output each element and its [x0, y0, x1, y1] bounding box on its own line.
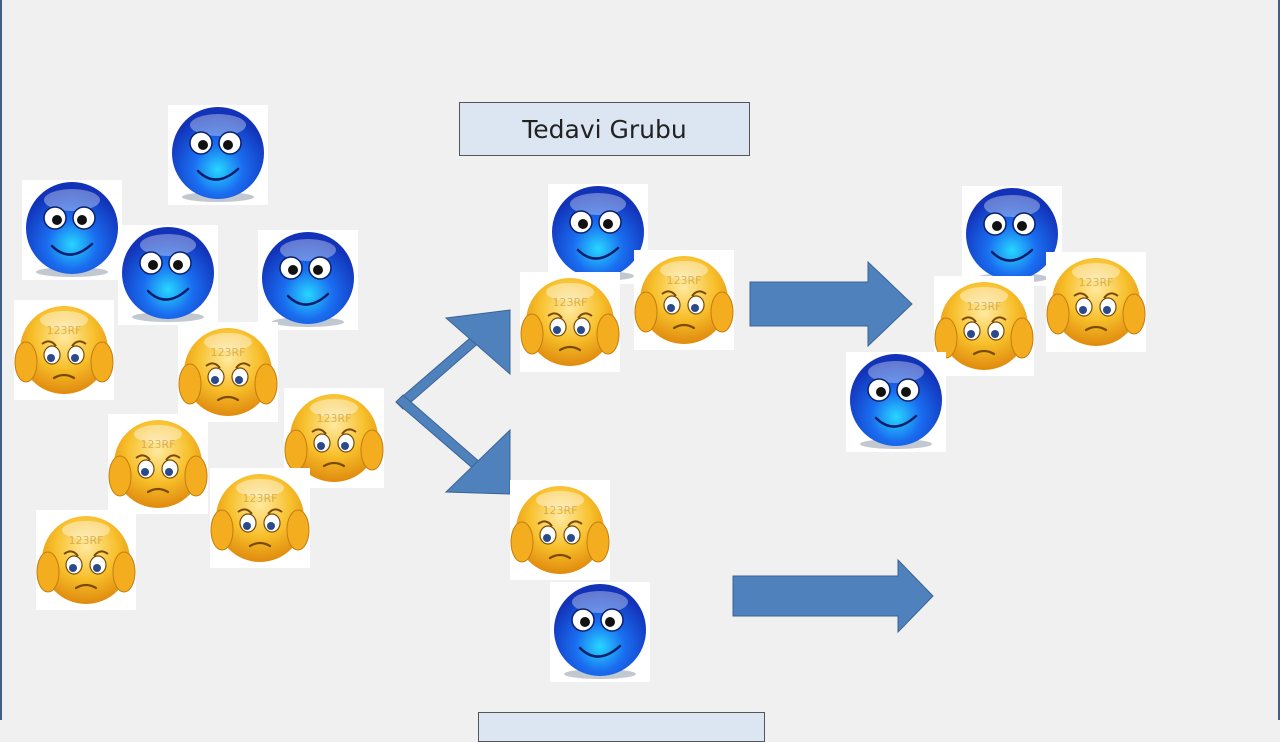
sad-face-icon: 123RF [510, 480, 610, 580]
svg-text:123RF: 123RF [243, 492, 278, 505]
happy-face-icon [22, 180, 122, 280]
sad-face-icon: 123RF [36, 510, 136, 610]
bottom-group-label [478, 712, 765, 742]
happy-face-icon [846, 352, 946, 452]
happy-face-icon [168, 105, 268, 205]
treatment-group-label-text: Tedavi Grubu [522, 114, 687, 144]
happy-face-icon [962, 186, 1062, 286]
svg-text:123RF: 123RF [69, 534, 104, 547]
svg-text:123RF: 123RF [553, 296, 588, 309]
sad-face-icon: 123RF [520, 272, 620, 372]
svg-text:123RF: 123RF [317, 412, 352, 425]
svg-text:123RF: 123RF [543, 504, 578, 517]
slide-right-border [1278, 0, 1280, 720]
sad-face-icon: 123RF [934, 276, 1034, 376]
treatment-result-arrow [749, 260, 913, 348]
treatment-group-label: Tedavi Grubu [459, 102, 750, 156]
happy-face-icon [118, 225, 218, 325]
sad-face-icon: 123RF [178, 322, 278, 422]
happy-face-icon [258, 230, 358, 330]
svg-text:123RF: 123RF [1079, 276, 1114, 289]
sad-face-icon: 123RF [1046, 252, 1146, 352]
svg-text:123RF: 123RF [211, 346, 246, 359]
svg-text:123RF: 123RF [47, 324, 82, 337]
bottom-result-arrow [732, 558, 934, 634]
sad-face-icon: 123RF [210, 468, 310, 568]
sad-face-icon: 123RF [284, 388, 384, 488]
fork-arrow [395, 308, 516, 498]
sad-face-icon: 123RF [14, 300, 114, 400]
svg-text:123RF: 123RF [667, 274, 702, 287]
svg-text:123RF: 123RF [141, 438, 176, 451]
svg-text:123RF: 123RF [967, 300, 1002, 313]
slide-left-border [0, 0, 2, 720]
happy-face-icon [548, 184, 648, 284]
sad-face-icon: 123RF [108, 414, 208, 514]
happy-face-icon [550, 582, 650, 682]
sad-face-icon: 123RF [634, 250, 734, 350]
